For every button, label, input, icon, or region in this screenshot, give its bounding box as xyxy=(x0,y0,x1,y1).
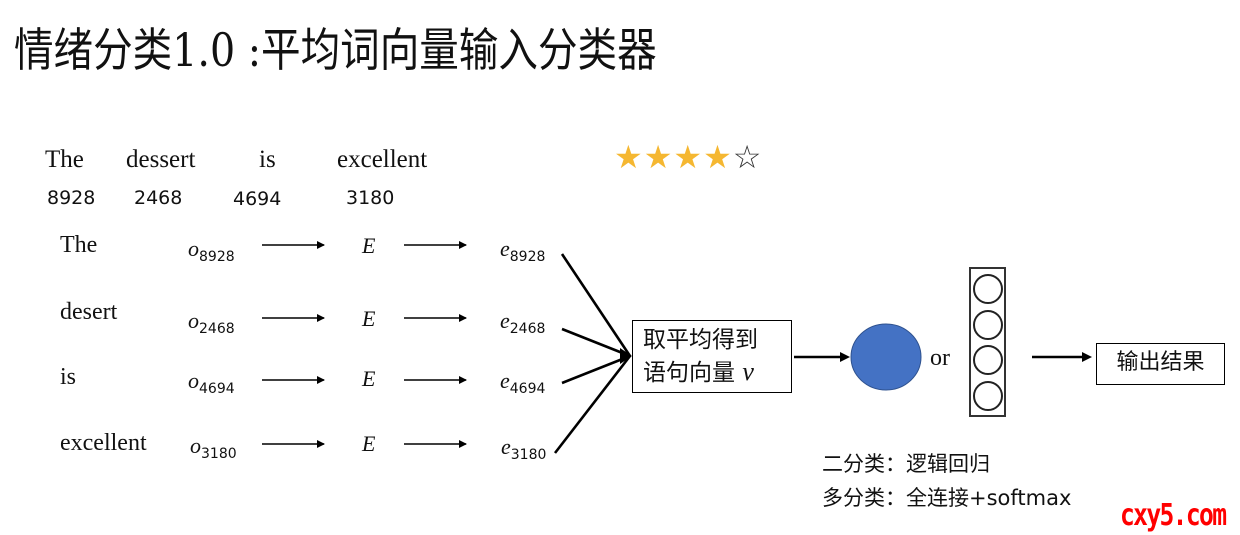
row-word: is xyxy=(60,364,77,390)
average-box-line1: 取平均得到 xyxy=(643,327,758,353)
embedding-matrix: E xyxy=(362,233,376,258)
star-filled-icon: ★ xyxy=(643,138,674,176)
embedding-matrix: E xyxy=(362,306,376,331)
embedding-vector: e2468 xyxy=(500,308,546,337)
word-index: 3180 xyxy=(346,187,395,209)
star-filled-icon: ★ xyxy=(673,138,704,176)
onehot-vector: o8928 xyxy=(188,236,235,265)
row-word: desert xyxy=(60,299,118,325)
average-box-line2: 语句向量 v xyxy=(643,357,754,386)
classifier-notes: 二分类：逻辑回归 多分类：全连接+softmax xyxy=(822,447,1071,515)
onehot-vector: o2468 xyxy=(188,308,235,337)
sentence-word: dessert xyxy=(126,146,196,173)
page-title: 情绪分类1.0 :平均词向量输入分类器 xyxy=(14,23,657,77)
sigmoid-node-icon xyxy=(850,323,922,391)
binary-classification-note: 二分类：逻辑回归 xyxy=(822,452,990,476)
star-filled-icon: ★ xyxy=(614,138,644,176)
embedding-vector: e3180 xyxy=(501,434,547,463)
multiclass-classification-note: 多分类：全连接+softmax xyxy=(822,486,1072,510)
sentence-word: The xyxy=(45,146,84,173)
onehot-vector: o4694 xyxy=(188,368,235,397)
embedding-vector: e4694 xyxy=(500,368,546,397)
or-label: or xyxy=(930,345,950,371)
output-result-box: 输出结果 xyxy=(1096,343,1225,385)
word-index: 8928 xyxy=(47,187,96,209)
embedding-vector: e8928 xyxy=(500,236,546,265)
star-filled-icon: ★ xyxy=(703,138,733,176)
star-rating: ★★★★☆ xyxy=(614,138,762,176)
star-empty-icon: ☆ xyxy=(732,138,763,176)
sentence-vector-var: v xyxy=(742,357,754,386)
embedding-matrix: E xyxy=(362,431,376,456)
word-index: 4694 xyxy=(233,188,282,210)
onehot-vector: o3180 xyxy=(190,433,237,462)
average-vector-box: 取平均得到 语句向量 v xyxy=(632,320,792,393)
sentence-word: excellent xyxy=(337,146,428,173)
watermark: cxy5.com xyxy=(1120,498,1227,533)
sentence-word: is xyxy=(259,146,276,173)
row-word: excellent xyxy=(60,430,147,456)
word-index: 2468 xyxy=(134,187,183,209)
row-word: The xyxy=(60,232,98,258)
embedding-matrix: E xyxy=(362,366,376,391)
